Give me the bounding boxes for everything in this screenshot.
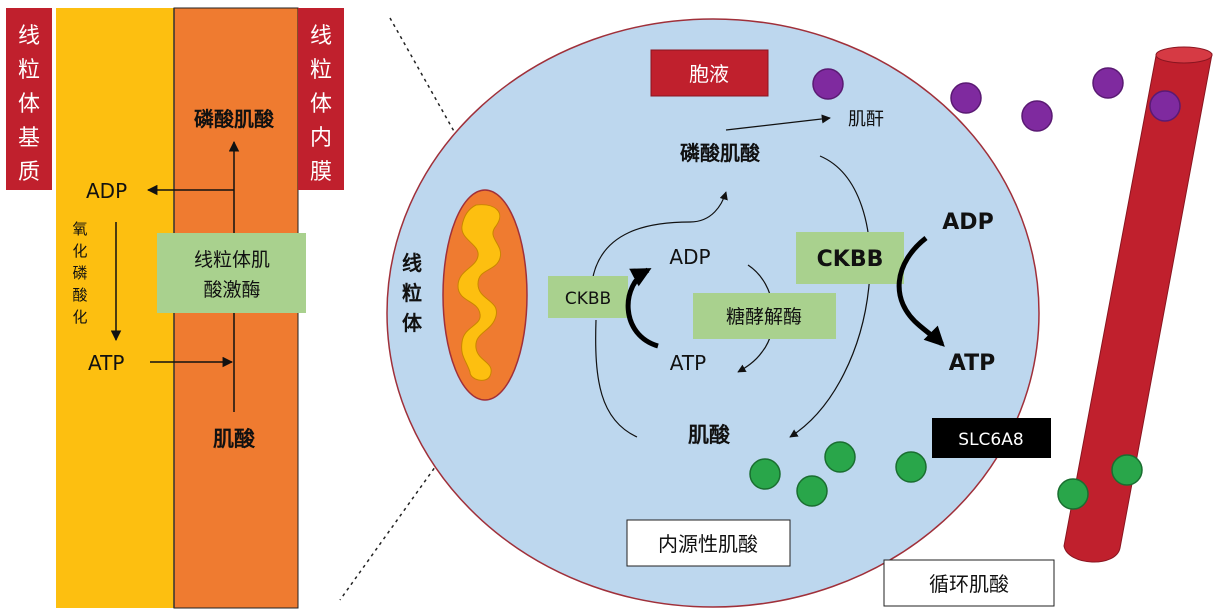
adp-right-label: ADP bbox=[942, 210, 993, 235]
ckbb-to-pcr-curve bbox=[591, 191, 728, 283]
slc6a8-label: SLC6A8 bbox=[958, 430, 1023, 450]
membrane-label-0: 线 bbox=[310, 24, 332, 49]
glycolysis-curve bbox=[737, 264, 774, 373]
creatinine-dot bbox=[812, 68, 844, 100]
atp-right-label: ATP bbox=[949, 351, 995, 376]
glycolytic-enzymes-label: 糖酵解酶 bbox=[726, 306, 802, 328]
mt-ck-label-1: 酸激酶 bbox=[203, 279, 260, 301]
oxphos-label-1: 化 bbox=[72, 242, 87, 260]
matrix-label-2: 体 bbox=[18, 92, 40, 117]
matrix-label-box bbox=[6, 8, 52, 190]
pcr-to-creatine-curve bbox=[789, 155, 871, 438]
creatinine-dot bbox=[1092, 67, 1124, 99]
matrix-label-1: 粒 bbox=[18, 58, 40, 83]
creatinine-dot bbox=[950, 82, 982, 114]
ckbb-big-box bbox=[796, 232, 904, 284]
creatine-dot bbox=[1057, 478, 1089, 510]
cytosol-label-box bbox=[650, 49, 769, 97]
oxphos-label-4: 化 bbox=[72, 308, 87, 326]
adp-left-label: ADP bbox=[86, 179, 127, 203]
mitochondrion-label-2: 体 bbox=[402, 311, 423, 335]
ckbb-big-curved-arrow bbox=[896, 236, 945, 347]
creatinine-dot bbox=[1021, 100, 1053, 132]
pcr-to-creatinine-arrow bbox=[725, 114, 831, 131]
creatine-dot bbox=[749, 458, 781, 490]
mitochondrion-label-1: 粒 bbox=[402, 281, 422, 305]
glycolytic-enzymes-box bbox=[693, 293, 836, 339]
mitochondrion-cristae bbox=[457, 204, 502, 381]
creatine-left-label: 肌酸 bbox=[213, 427, 256, 451]
blood-vessel bbox=[1063, 46, 1213, 563]
membrane-label-1: 粒 bbox=[310, 58, 332, 83]
oxphos-label-2: 磷 bbox=[72, 264, 87, 282]
dotted-divider-bottom bbox=[339, 399, 484, 601]
creatine-dot bbox=[824, 441, 856, 473]
atp-left-label: ATP bbox=[88, 351, 124, 375]
creatine-dot bbox=[1111, 454, 1143, 486]
membrane-label-4: 膜 bbox=[310, 160, 332, 185]
phosphocreatine-left-label: 磷酸肌酸 bbox=[194, 107, 275, 131]
creatinine-dot bbox=[1149, 90, 1181, 122]
creatine-to-ckbb-curve bbox=[595, 319, 638, 438]
inner-membrane-label-box bbox=[298, 8, 344, 190]
creatine-dot bbox=[796, 475, 828, 507]
membrane-label-2: 体 bbox=[310, 92, 332, 117]
mitochondrion-label-0: 线 bbox=[402, 251, 422, 275]
matrix-label-0: 线 bbox=[18, 24, 40, 49]
slc6a8-box bbox=[932, 418, 1051, 458]
atp-center-label: ATP bbox=[670, 351, 706, 375]
endogenous-creatine-label: 内源性肌酸 bbox=[658, 532, 758, 556]
creatine-dot bbox=[895, 451, 927, 483]
oxphos-label-3: 酸 bbox=[72, 286, 87, 304]
ckbb-small-curved-arrow bbox=[625, 267, 659, 349]
circulating-creatine-label: 循环肌酸 bbox=[929, 572, 1009, 596]
phosphocreatine-center-label: 磷酸肌酸 bbox=[680, 141, 761, 165]
ckbb-small-box bbox=[548, 276, 628, 318]
creatinine-label: 肌酐 bbox=[848, 109, 884, 130]
mt-ck-box bbox=[157, 233, 306, 313]
ckbb-small-label: CKBB bbox=[565, 289, 611, 309]
ckbb-big-label: CKBB bbox=[817, 247, 884, 272]
mt-ck-label-0: 线粒体肌 bbox=[194, 249, 270, 271]
adp-center-label: ADP bbox=[669, 245, 710, 269]
membrane-label-3: 内 bbox=[310, 126, 332, 151]
oxphos-label-0: 氧 bbox=[72, 220, 87, 238]
cytosol-label: 胞液 bbox=[689, 62, 729, 86]
circulating-creatine-box bbox=[883, 559, 1055, 607]
matrix-label-3: 基 bbox=[18, 126, 40, 151]
endogenous-creatine-box bbox=[626, 519, 791, 567]
creatine-center-label: 肌酸 bbox=[688, 423, 731, 447]
matrix-label-4: 质 bbox=[18, 160, 40, 185]
